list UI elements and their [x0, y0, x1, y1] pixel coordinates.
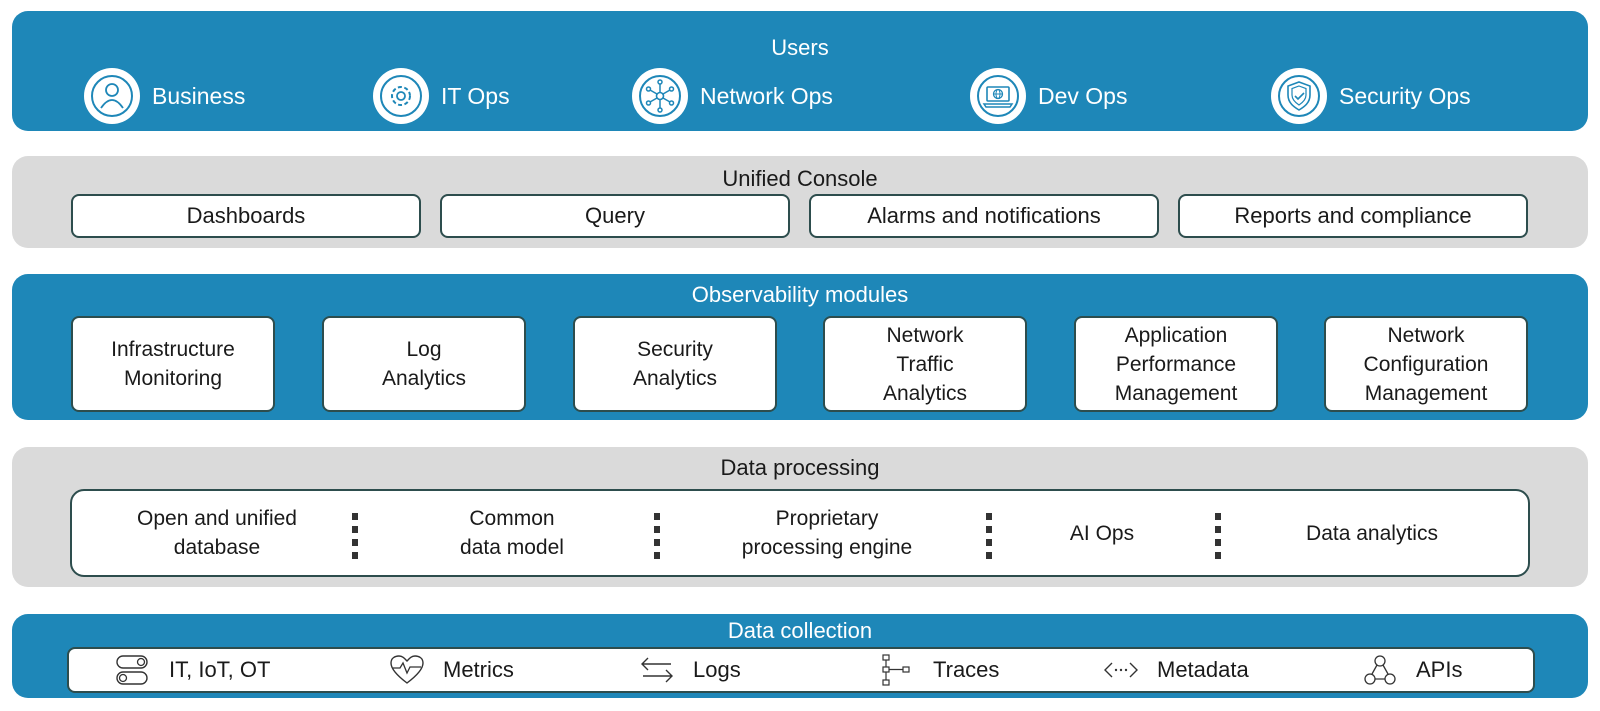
processing-database: Open and unified database	[137, 507, 297, 559]
laptop-globe-icon	[970, 68, 1026, 124]
trace-tree-icon	[882, 654, 910, 686]
console-query: Query	[440, 194, 790, 238]
users-title: Users	[771, 35, 829, 60]
module-network-configuration-management: Network Configuration Management	[1324, 316, 1528, 412]
toggle-switches-icon	[116, 655, 148, 685]
data-processing-layer: Data processing Open and unified databas…	[12, 447, 1588, 587]
users-layer: Users Business IT Ops	[12, 11, 1588, 131]
user-dev-ops: Dev Ops	[970, 65, 1127, 127]
processing-ai-ops: AI Ops	[1069, 521, 1135, 545]
user-label: IT Ops	[441, 82, 510, 109]
api-nodes-icon	[1364, 655, 1396, 685]
user-label: Business	[152, 82, 246, 109]
collection-label: Logs	[693, 657, 741, 682]
user-label: Security Ops	[1339, 82, 1471, 109]
collection-label: IT, IoT, OT	[169, 657, 271, 682]
user-security-ops: Security Ops	[1271, 65, 1471, 127]
person-icon	[84, 68, 140, 124]
module-application-performance-management: Application Performance Management	[1074, 316, 1278, 412]
collection-box: IT, IoT, OT Metrics Logs Traces	[67, 647, 1535, 693]
network-hub-icon	[632, 68, 688, 124]
user-label: Dev Ops	[1038, 82, 1128, 109]
shield-check-icon	[1271, 68, 1327, 124]
collection-logs: Logs	[637, 649, 741, 691]
collection-label: Metrics	[443, 657, 514, 682]
collection-title: Data collection	[727, 618, 873, 643]
processing-separator	[1215, 513, 1221, 561]
processing-separator	[654, 513, 660, 561]
collection-metrics: Metrics	[387, 649, 514, 691]
module-security-analytics: Security Analytics	[573, 316, 777, 412]
console-dashboards: Dashboards	[71, 194, 421, 238]
console-reports: Reports and compliance	[1178, 194, 1528, 238]
console-alarms: Alarms and notifications	[809, 194, 1159, 238]
collection-metadata: Metadata	[1101, 649, 1249, 691]
collection-it-iot-ot: IT, IoT, OT	[113, 649, 270, 691]
data-collection-layer: Data collection IT, IoT, OT Metrics Logs	[12, 614, 1588, 698]
arrows-exchange-icon	[641, 657, 673, 683]
processing-separator	[352, 513, 358, 561]
collection-apis: APIs	[1360, 649, 1462, 691]
user-label: Network Ops	[700, 82, 833, 109]
collection-label: Traces	[933, 657, 1000, 682]
collection-label: Metadata	[1157, 657, 1249, 682]
unified-console-layer: Unified Console Dashboards Query Alarms …	[12, 156, 1588, 248]
observability-layer: Observability modules Infrastructure Mon…	[12, 274, 1588, 420]
processing-data-model: Common data model	[460, 507, 564, 559]
module-infrastructure-monitoring: Infrastructure Monitoring	[71, 316, 275, 412]
processing-separator	[986, 513, 992, 561]
processing-data-analytics: Data analytics	[1306, 521, 1438, 545]
user-business: Business	[84, 65, 245, 127]
module-log-analytics: Log Analytics	[322, 316, 526, 412]
collection-traces: Traces	[877, 649, 999, 691]
processing-box: Open and unified database Common data mo…	[70, 489, 1530, 577]
collection-label: APIs	[1416, 657, 1463, 682]
heart-pulse-icon	[390, 655, 424, 684]
user-it-ops: IT Ops	[373, 65, 510, 127]
user-network-ops: Network Ops	[632, 65, 833, 127]
module-network-traffic-analytics: Network Traffic Analytics	[823, 316, 1027, 412]
console-title: Unified Console	[722, 166, 878, 191]
code-brackets-icon	[1104, 662, 1138, 678]
gear-icon	[373, 68, 429, 124]
processing-title: Data processing	[720, 455, 880, 480]
observability-title: Observability modules	[691, 282, 909, 307]
processing-engine: Proprietary processing engine	[741, 507, 913, 559]
